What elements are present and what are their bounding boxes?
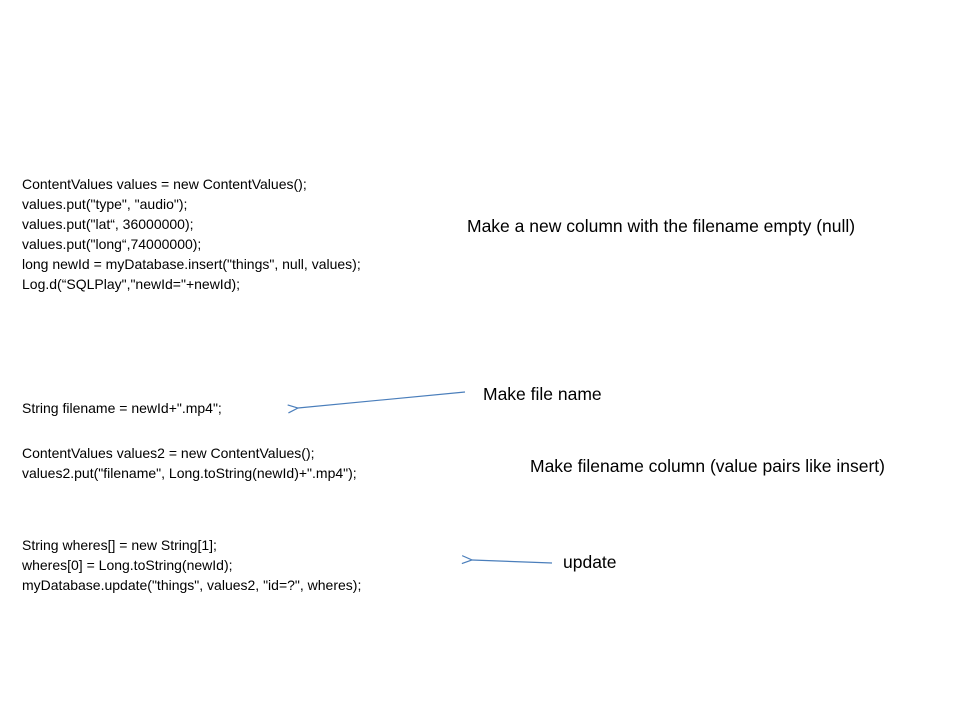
code-line: Log.d(“SQLPlay","newId="+newId); [22, 276, 241, 292]
arrow-to-update [472, 560, 553, 563]
code-line: ContentValues values = new ContentValues… [22, 176, 307, 192]
code-line: values.put("long“,74000000); [22, 236, 202, 252]
code-line: String wheres[] = new String[1]; [22, 537, 217, 553]
code-block-values2: ContentValues values2 = new ContentValue… [22, 443, 357, 483]
code-block-insert: ContentValues values = new ContentValues… [22, 174, 361, 294]
code-block-update: String wheres[] = new String[1]; wheres[… [22, 535, 361, 595]
note-filename-column: Make filename column (value pairs like i… [530, 456, 885, 476]
code-line: values.put("type", "audio"); [22, 196, 188, 212]
code-line: myDatabase.update("things", values2, "id… [22, 577, 362, 593]
arrow-to-filename [298, 391, 466, 408]
code-line: ContentValues values2 = new ContentValue… [22, 445, 315, 461]
note-file-name: Make file name [483, 384, 602, 404]
note-update: update [563, 552, 617, 572]
code-line: String filename = newId+".mp4"; [22, 400, 222, 416]
code-line: values2.put("filename", Long.toString(ne… [22, 465, 357, 481]
code-line: long newId = myDatabase.insert("things",… [22, 256, 361, 272]
note-new-column: Make a new column with the filename empt… [467, 216, 856, 236]
code-line: values.put("lat“, 36000000); [22, 216, 194, 232]
code-line: wheres[0] = Long.toString(newId); [22, 557, 233, 573]
code-block-filename: String filename = newId+".mp4"; [22, 398, 222, 418]
